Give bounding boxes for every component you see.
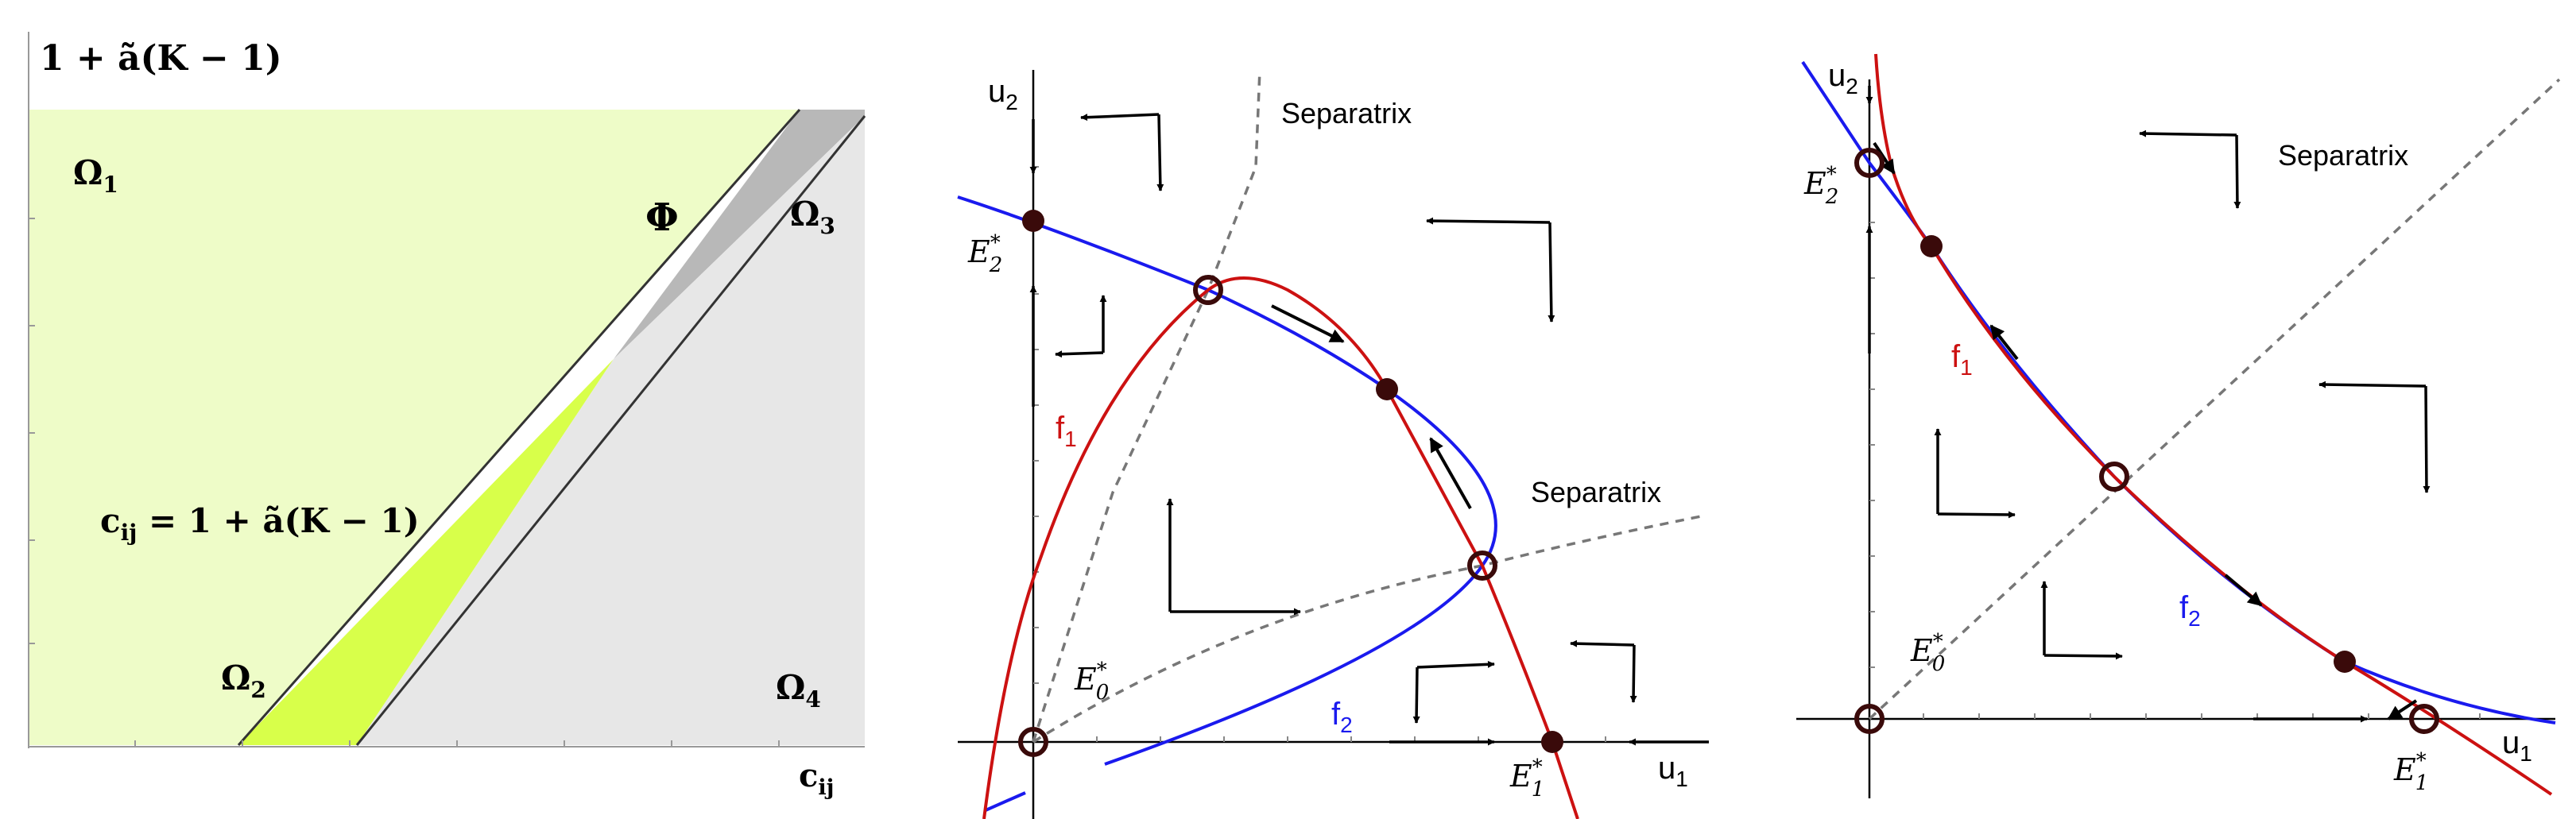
equilibrium-E0-p3: [1854, 704, 1885, 734]
equilibrium-upper-stable-p3: [1920, 235, 1943, 257]
panel-phase-plane-1: u2 u1 f1 f2 Separatrix Separatrix E*2 E*…: [957, 69, 1709, 819]
E0-label: E*0: [1074, 659, 1109, 705]
panel-phase-plane-2: u2 u1 f1 f2 Separatrix E*2 E*0 E*1: [1796, 53, 2561, 798]
separatrix-lower: [1032, 515, 1702, 744]
panel-parameter-regions: 1 + ã(K − 1) cij Ω1 Ω2 Ω3 Ω4 Φ cij = 1 +…: [28, 32, 866, 800]
equilibrium-E1: [1541, 731, 1563, 753]
E1-label-p3: E*1: [2393, 749, 2428, 795]
equilibrium-E2-p3: [1854, 148, 1885, 178]
equilibrium-lower-stable-p3: [2334, 651, 2356, 673]
nullcline-f2-tail: [985, 791, 1026, 812]
nullcline-f2: [957, 195, 1497, 766]
direction-field-arrows: [1029, 113, 1709, 746]
y-axis-label: 1 + ã(K − 1): [40, 38, 282, 79]
region-label-omega1: Ω1: [73, 153, 118, 198]
nullcline-f1: [982, 276, 1579, 819]
E1-label: E*1: [1509, 755, 1544, 802]
flow-arrow-on-f1-upper: [1989, 324, 2019, 361]
E2-label: E*2: [967, 231, 1002, 277]
equilibrium-stable-mid: [1376, 378, 1398, 400]
equilibrium-E2: [1022, 210, 1044, 232]
flow-arrow-on-f1-up: [1429, 437, 1472, 509]
region-label-omega2: Ω2: [221, 659, 266, 703]
separatrix-label-top: Separatrix: [1281, 97, 1412, 129]
equilibrium-E1-p3: [2409, 704, 2439, 734]
region-omega2: [238, 359, 614, 745]
flow-arrow-near-E1: [2387, 699, 2418, 720]
x-axis-label: cij: [799, 757, 834, 800]
separatrix-label-right: Separatrix: [1531, 476, 1661, 508]
u2-label: u2: [988, 74, 1018, 114]
boundary-line-shallow: [355, 115, 866, 746]
u1-label-p3: u1: [2502, 725, 2532, 766]
x-ticks: [134, 740, 780, 747]
E0-label-p3: E*0: [1910, 630, 1945, 676]
region-label-omega3: Ω3: [790, 195, 835, 239]
nullcline-f1-p3: [1874, 53, 2553, 796]
boundary-line-label: cij = 1 + ã(K − 1): [100, 501, 420, 546]
f2-label: f2: [1331, 697, 1353, 737]
E2-label-p3: E*2: [1803, 163, 1838, 209]
y-ticks: [29, 218, 35, 644]
u2-label-p3: u2: [1828, 58, 1858, 99]
equilibrium-saddle-upper: [1193, 275, 1223, 305]
direction-field-arrows-p3: [1865, 86, 2431, 723]
f2-label-p3: f2: [2179, 590, 2201, 631]
boundary-line-steep: [237, 109, 801, 746]
flow-arrow-near-E2: [1873, 141, 1896, 175]
flow-arrow-on-f2-right: [1271, 304, 1345, 343]
equilibrium-saddle-p3: [2099, 462, 2129, 492]
flow-arrow-on-f2-lower: [2224, 574, 2263, 607]
f1-label: f1: [1056, 411, 1077, 451]
equilibrium-saddle-lower: [1467, 551, 1497, 581]
region-label-phi: Φ: [645, 195, 679, 240]
separatrix-label-p3: Separatrix: [2278, 139, 2408, 172]
region-label-omega4: Ω4: [776, 668, 821, 713]
region-omega1: [29, 110, 800, 745]
u1-label: u1: [1658, 751, 1688, 791]
separatrix-diagonal: [1868, 78, 2561, 720]
f1-label-p3: f1: [1951, 339, 1973, 380]
separatrix-upper: [1032, 69, 1261, 743]
equilibrium-E0: [1018, 727, 1048, 757]
region-phi-strip: [614, 110, 865, 359]
